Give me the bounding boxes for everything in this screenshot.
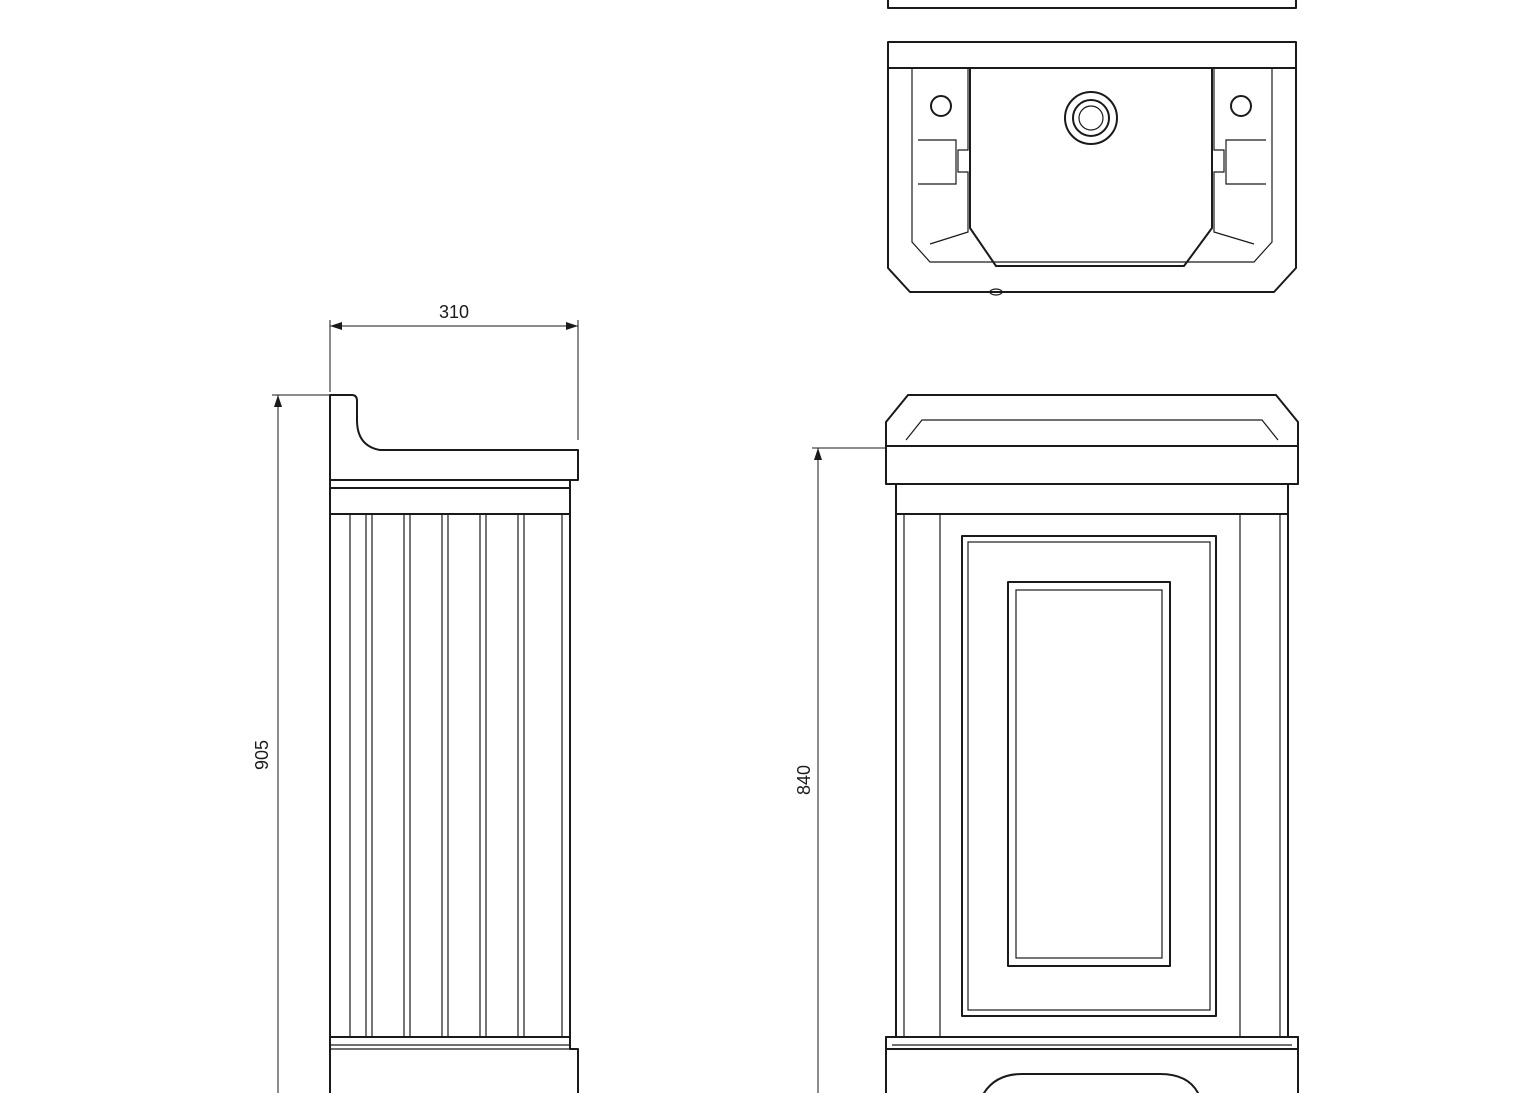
- side-elevation-view: 310 905: [252, 302, 579, 1093]
- front-height-dimension: 840: [794, 447, 886, 1093]
- left-tap-hole: [930, 95, 952, 117]
- top-plan-view: [887, 0, 1297, 296]
- waste-outlet: [1064, 91, 1118, 145]
- cabinet-door: [961, 535, 1217, 1017]
- width-dimension: 310: [329, 302, 579, 440]
- side-height-label: 905: [252, 740, 272, 770]
- right-tap-hole: [1230, 95, 1252, 117]
- side-height-dimension: 905: [252, 394, 330, 1093]
- front-height-label: 840: [794, 765, 814, 795]
- door-raised-panel: [1007, 581, 1171, 967]
- width-dimension-label: 310: [439, 302, 469, 322]
- front-elevation-view: 840: [794, 394, 1299, 1093]
